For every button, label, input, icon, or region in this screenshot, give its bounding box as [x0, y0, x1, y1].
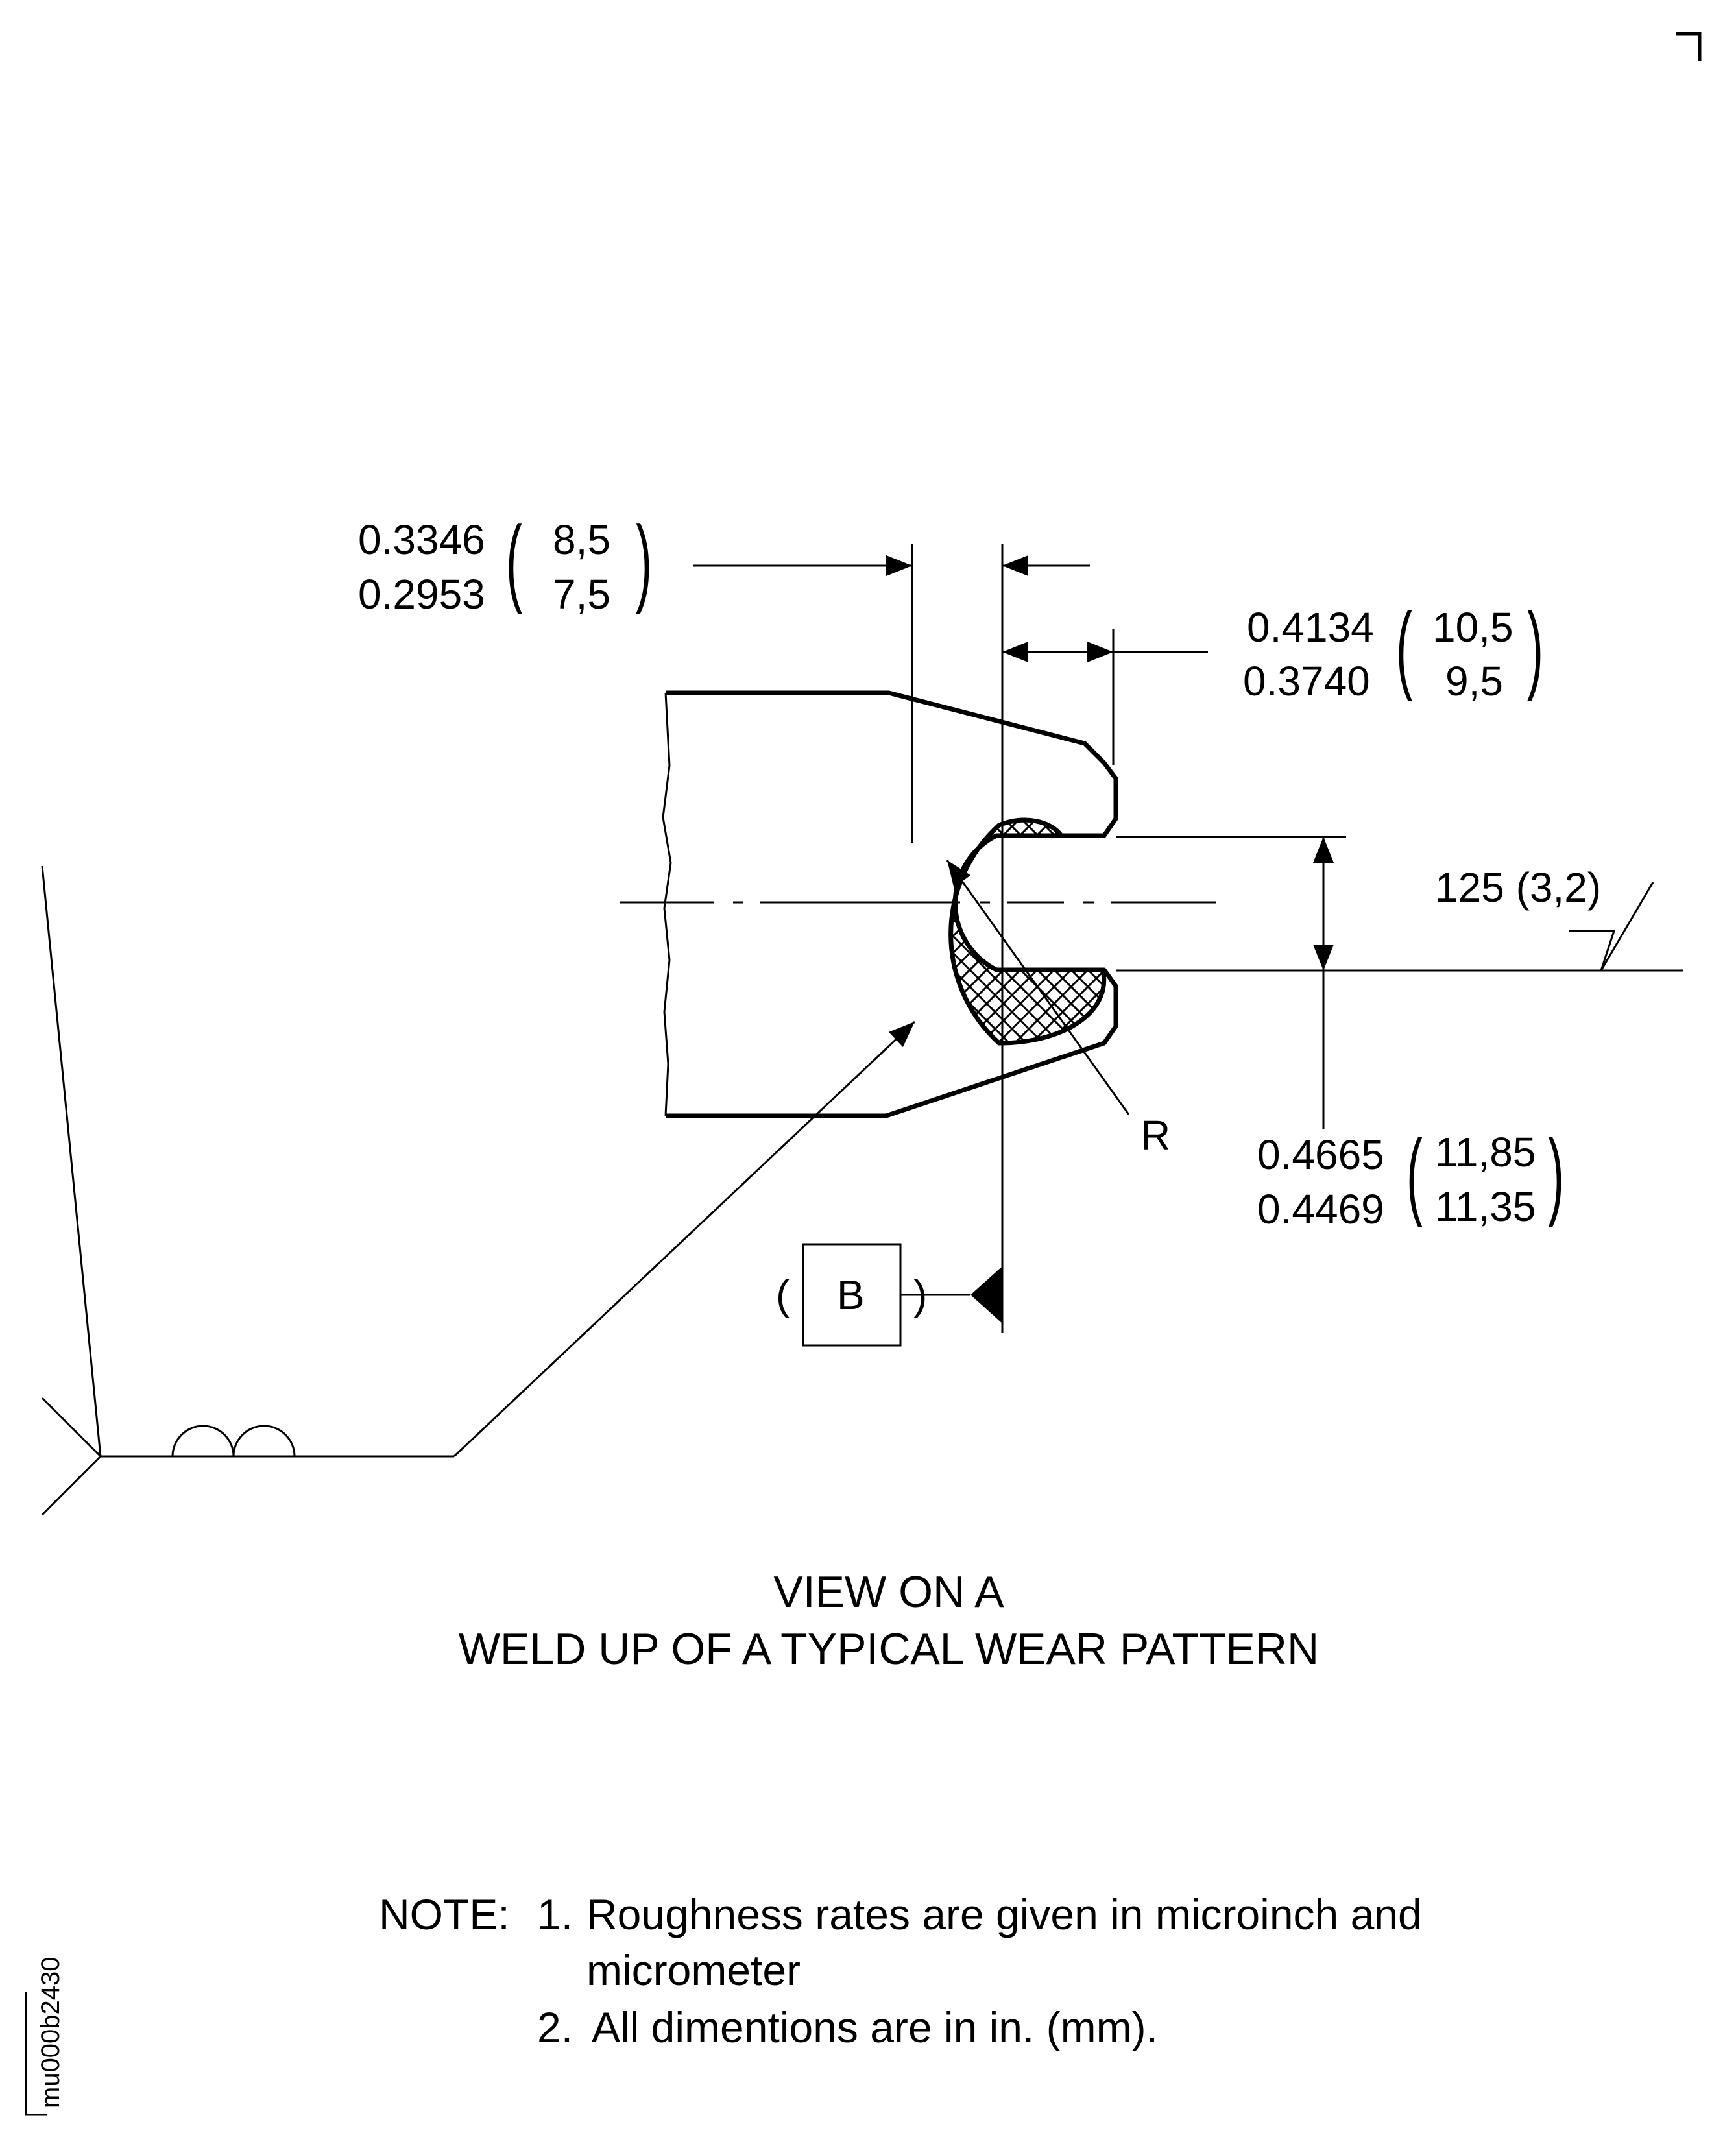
dim-width-b-max-in: 0.4134: [1247, 604, 1374, 651]
paren-close-h: ): [1548, 1119, 1564, 1228]
ref-code-mark: [25, 1992, 47, 2116]
radius-leader: [946, 860, 1130, 1115]
dim-width-b-max-mm: 10,5: [1432, 604, 1513, 651]
dim-slot-height-max-mm: 11,85: [1435, 1129, 1536, 1175]
datum-letter: B: [837, 1271, 865, 1318]
datum-open-paren: (: [776, 1271, 790, 1318]
note-2-text: All dimentions are in in. (mm).: [592, 2003, 1158, 2051]
caption-line-2: WELD UP OF A TYPICAL WEAR PATTERN: [458, 1624, 1320, 1674]
note-1-line-2: micrometer: [586, 1946, 801, 1994]
dim-width-a-min-in: 0.2953: [358, 571, 485, 618]
note-1-number: 1.: [537, 1890, 573, 1938]
note-1-line-1: Roughness rates are given in microinch a…: [586, 1890, 1422, 1938]
part-outline: [666, 690, 1118, 1118]
reference-code: mu000b2430: [36, 1957, 65, 2108]
dim-slot-height-min-mm: 11,35: [1435, 1183, 1536, 1230]
corner-mark: [1676, 32, 1702, 61]
datum-b-symbol: [802, 1243, 1002, 1347]
note-prefix: NOTE:: [379, 1890, 510, 1938]
dim-width-a-max-mm: 8,5: [553, 516, 610, 563]
roughness-symbol: [1569, 882, 1654, 971]
weld-symbol: [41, 865, 916, 1516]
paren-open-h: (: [1406, 1119, 1423, 1228]
paren-close-a: ): [636, 505, 652, 614]
break-line: [662, 692, 672, 1116]
roughness-label: 125 (3,2): [1435, 864, 1602, 911]
paren-open-a: (: [506, 505, 522, 614]
radius-label: R: [1140, 1112, 1171, 1159]
dim-slot-height-min-in: 0.4469: [1257, 1186, 1384, 1233]
paren-open-b: (: [1396, 592, 1412, 701]
dim-width-b-min-mm: 9,5: [1445, 658, 1503, 705]
dim-width-a-max-in: 0.3346: [358, 516, 485, 563]
note-2-number: 2.: [537, 2003, 573, 2051]
dim-width-a-min-mm: 7,5: [553, 571, 610, 618]
paren-close-b: ): [1527, 592, 1543, 701]
dim-width-b-min-in: 0.3740: [1243, 658, 1370, 705]
dim-slot-height-max-in: 0.4665: [1257, 1131, 1384, 1178]
caption-line-1: VIEW ON A: [773, 1567, 1004, 1617]
datum-close-paren: ): [913, 1271, 928, 1318]
